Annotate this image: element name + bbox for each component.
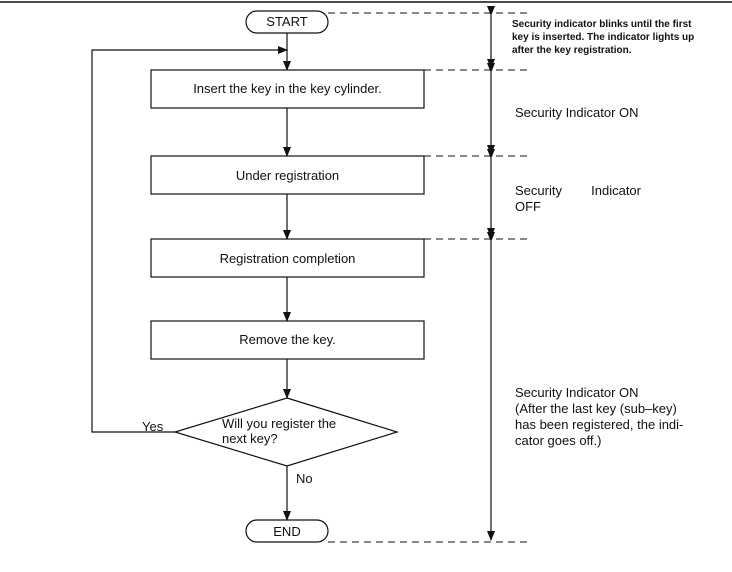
note-off-line-2: OFF: [515, 199, 541, 214]
note-indicator-on-last: Security Indicator ON (After the last ke…: [515, 385, 720, 449]
note-on-last-line-2: (After the last key (sub–key): [515, 401, 677, 416]
decision-no-label: No: [296, 471, 313, 486]
note-on-last-line-3: has been registered, the indi-: [515, 417, 684, 432]
note-indicator-on-first: Security Indicator ON: [515, 105, 639, 120]
note-blink-line-2: key is inserted. The indicator lights up: [512, 32, 695, 43]
note-off-word-indicator: Indicator: [591, 183, 641, 198]
note-indicator-off: Security Indicator OFF: [515, 183, 641, 215]
step-label-insert-key: Insert the key in the key cylinder.: [193, 81, 382, 96]
decision-yes-label: Yes: [142, 419, 164, 434]
end-label: END: [273, 524, 301, 539]
note-blink-line-1: Security indicator blinks until the firs…: [512, 19, 692, 30]
note-off-word-security: Security: [515, 183, 562, 198]
step-label-registration-completion: Registration completion: [219, 251, 356, 266]
note-on-last-line-1: Security Indicator ON: [515, 385, 639, 400]
decision-question-line-1: Will you register the: [222, 416, 337, 431]
yes-loop-line: [91, 46, 288, 433]
note-blink-line-3: after the key registration.: [512, 45, 632, 56]
step-box-insert-key: [150, 69, 425, 109]
step-box-remove-key: [150, 320, 425, 360]
step-label-under-registration: Under registration: [235, 168, 340, 183]
note-off-line-1: Security Indicator: [515, 183, 641, 199]
step-label-remove-key: Remove the key.: [239, 332, 336, 347]
start-label: START: [266, 14, 308, 29]
decision-question-line-2: next key?: [222, 431, 278, 446]
decision-diamond: [172, 397, 400, 467]
note-on-last-line-4: cator goes off.): [515, 433, 602, 448]
note-blink: Security indicator blinks until the firs…: [512, 18, 727, 57]
